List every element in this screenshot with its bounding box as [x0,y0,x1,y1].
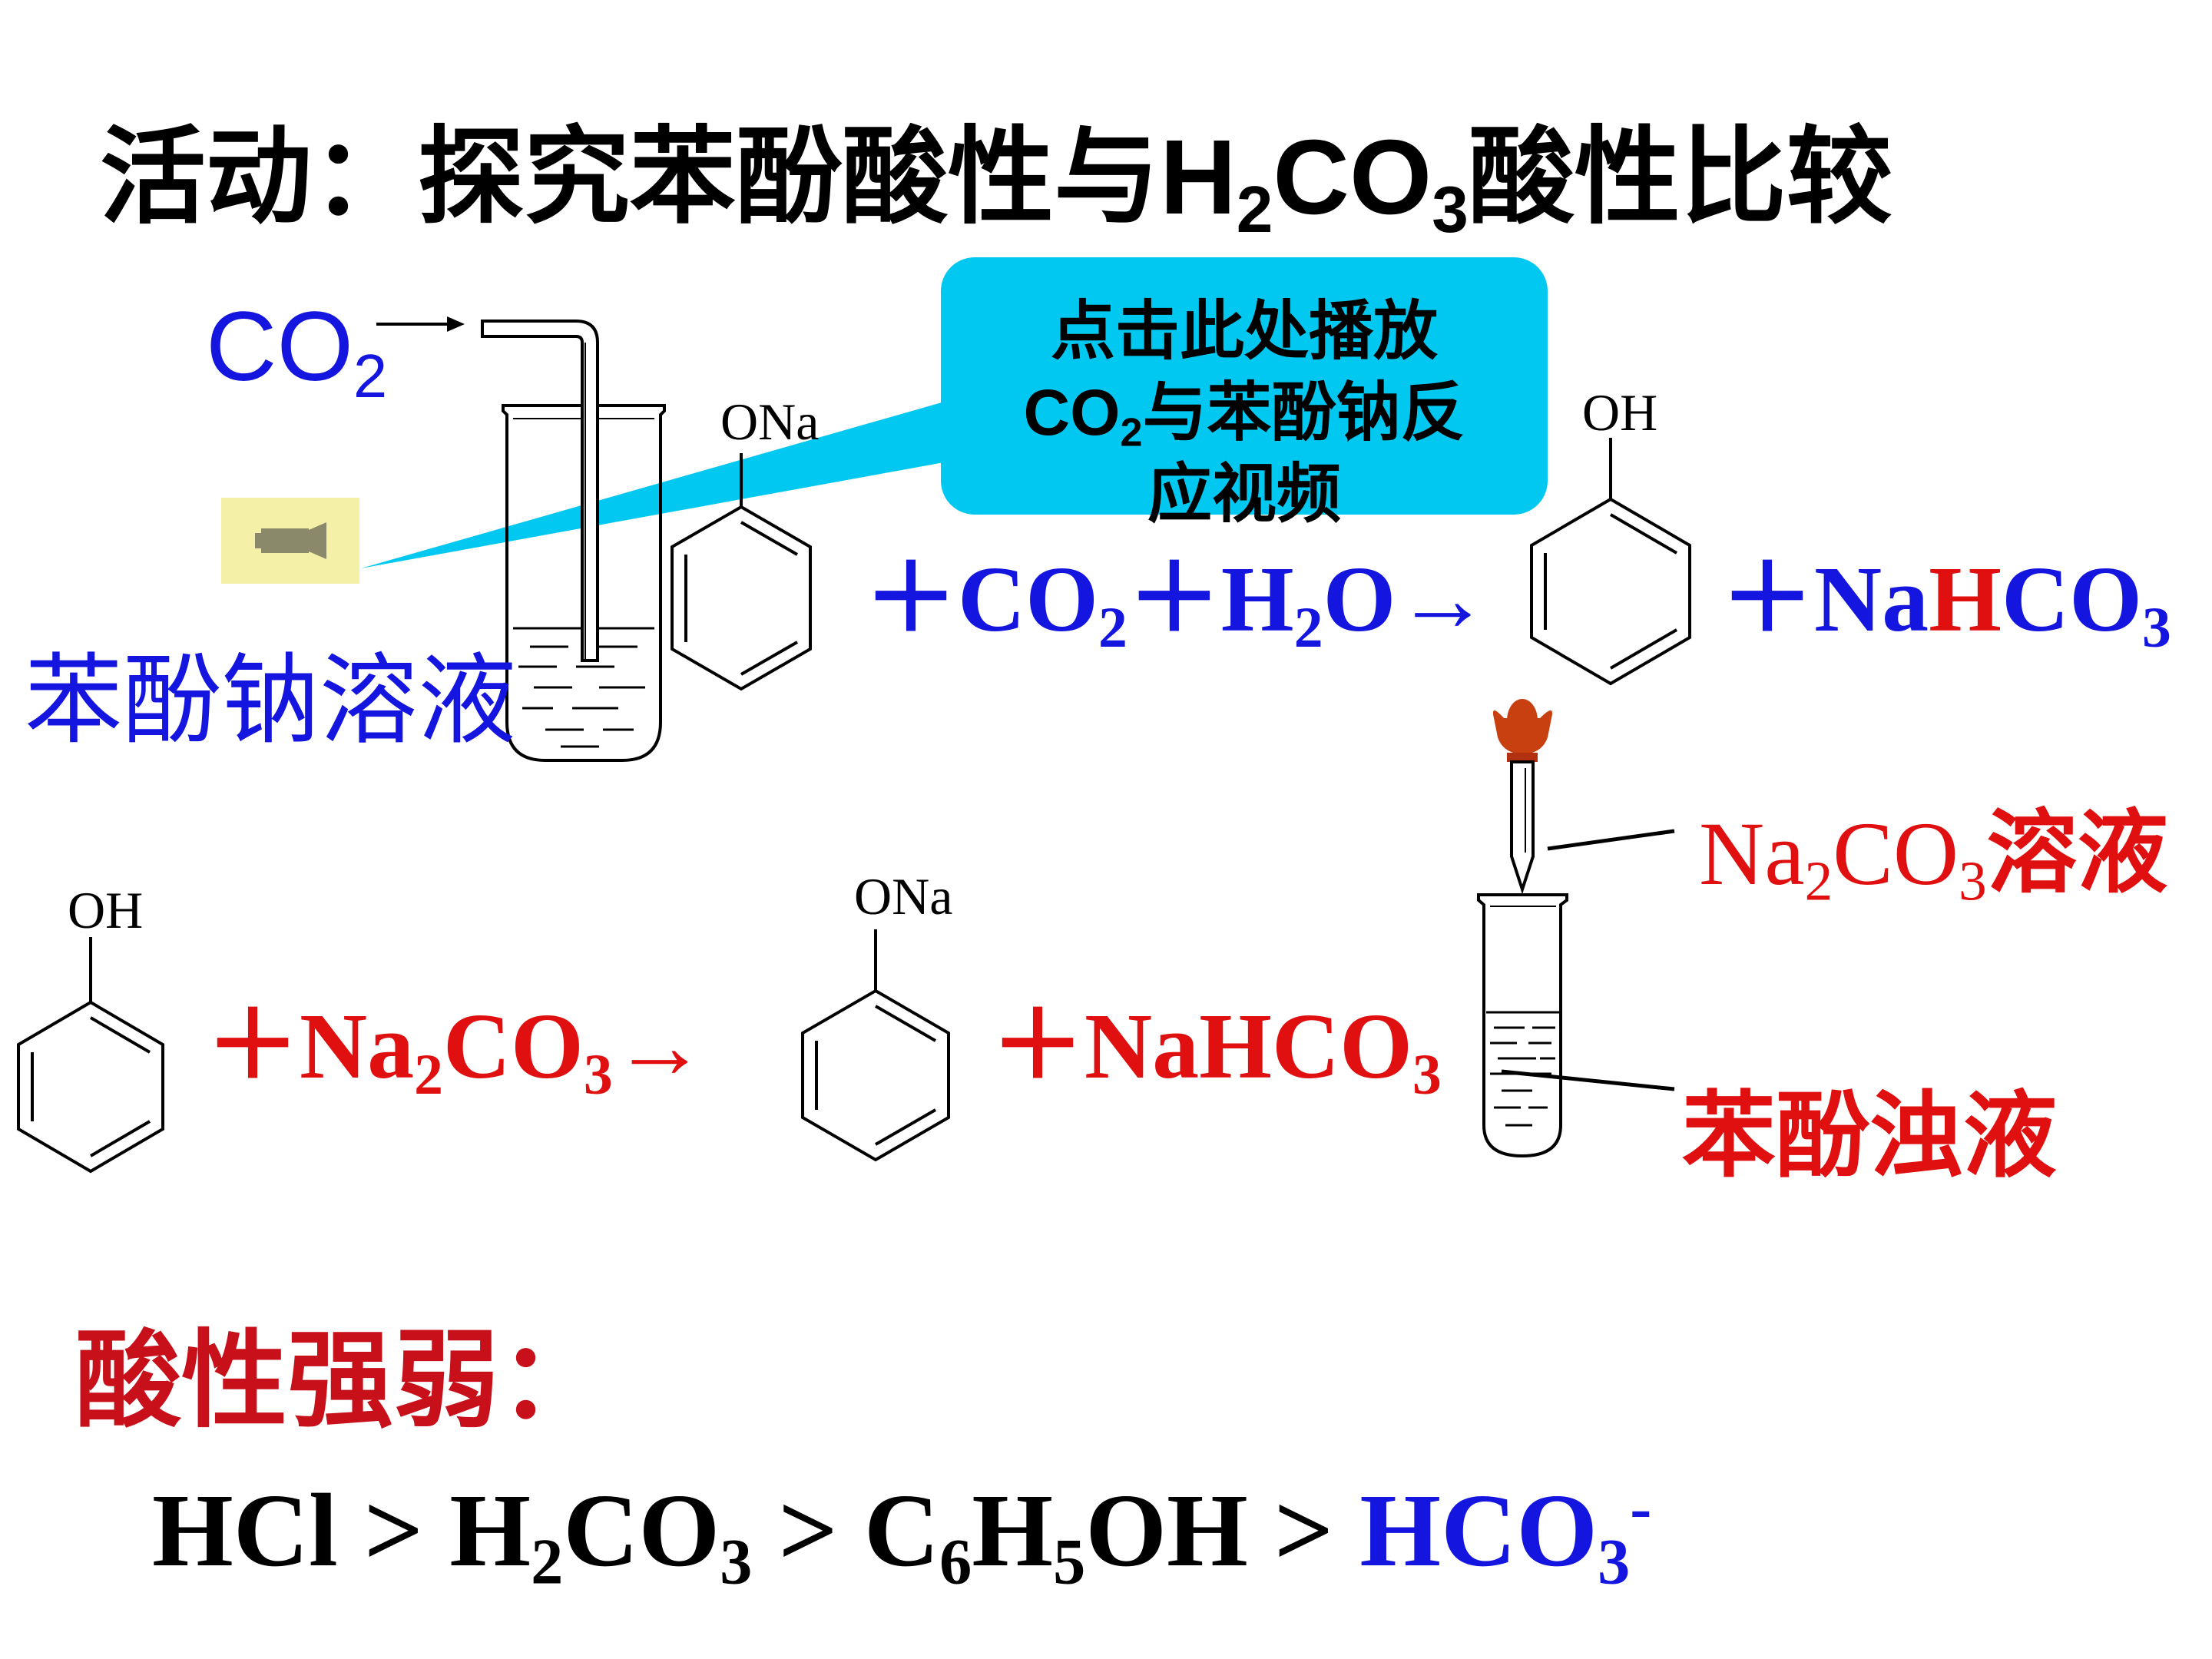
ring-label-oh-2: OH [68,881,143,939]
co2-gas-label: CO2 [206,292,388,411]
callout-tail [361,399,952,568]
ring-label-oh-1: OH [1582,383,1657,442]
video-camera-icon[interactable] [221,498,359,584]
sodium-phenoxide-solution-label: 苯酚钠溶液 [25,646,517,756]
ring-label-ona-2: ONa [854,867,952,926]
equation-1-middle: ＋CO2＋H2O→ [864,548,1490,661]
dropper [1492,699,1552,895]
dropper-pointer-line [1547,829,1675,851]
callout-line-2: CO2与苯酚钠反 [1023,376,1465,455]
test-tube [1477,893,1568,1158]
video-callout-bubble[interactable] [941,257,1548,515]
benzene-ring-phenoxide-2 [801,929,950,1162]
gas-flow-arrow [376,316,465,332]
benzene-ring-phenol-2 [17,937,164,1174]
callout-line-1: 点击此处播放 [1050,295,1438,367]
equation-1-product: ＋NaHCO3 [1720,548,2171,661]
page-title: 活动：探究苯酚酸性与H2CO3酸性比较 [100,118,1892,247]
benzene-ring-phenoxide-1 [671,453,812,691]
callout-line-3: 应视频 [1147,458,1341,530]
acidity-heading: 酸性强弱： [75,1322,606,1440]
acidity-ranking: HCl > H2CO3 > C6H5OH > HCO3- [152,1472,1652,1598]
equation-2-reagent: ＋Na2CO3→ [206,995,707,1108]
ring-label-ona-1: ONa [720,392,819,451]
phenol-turbid-liquid-label: 苯酚浊液 [1682,1084,2057,1188]
equation-2-product: ＋NaHCO3 [991,995,1442,1108]
turbid-pointer-line [1501,1069,1675,1091]
sodium-carbonate-solution-label: Na2CO3溶液 [1699,803,2168,912]
video-callout-text[interactable]: 点击此处播放 CO2与苯酚钠反 应视频 [941,290,1548,535]
beaker-apparatus [481,320,666,762]
benzene-ring-phenol-1 [1530,438,1691,686]
